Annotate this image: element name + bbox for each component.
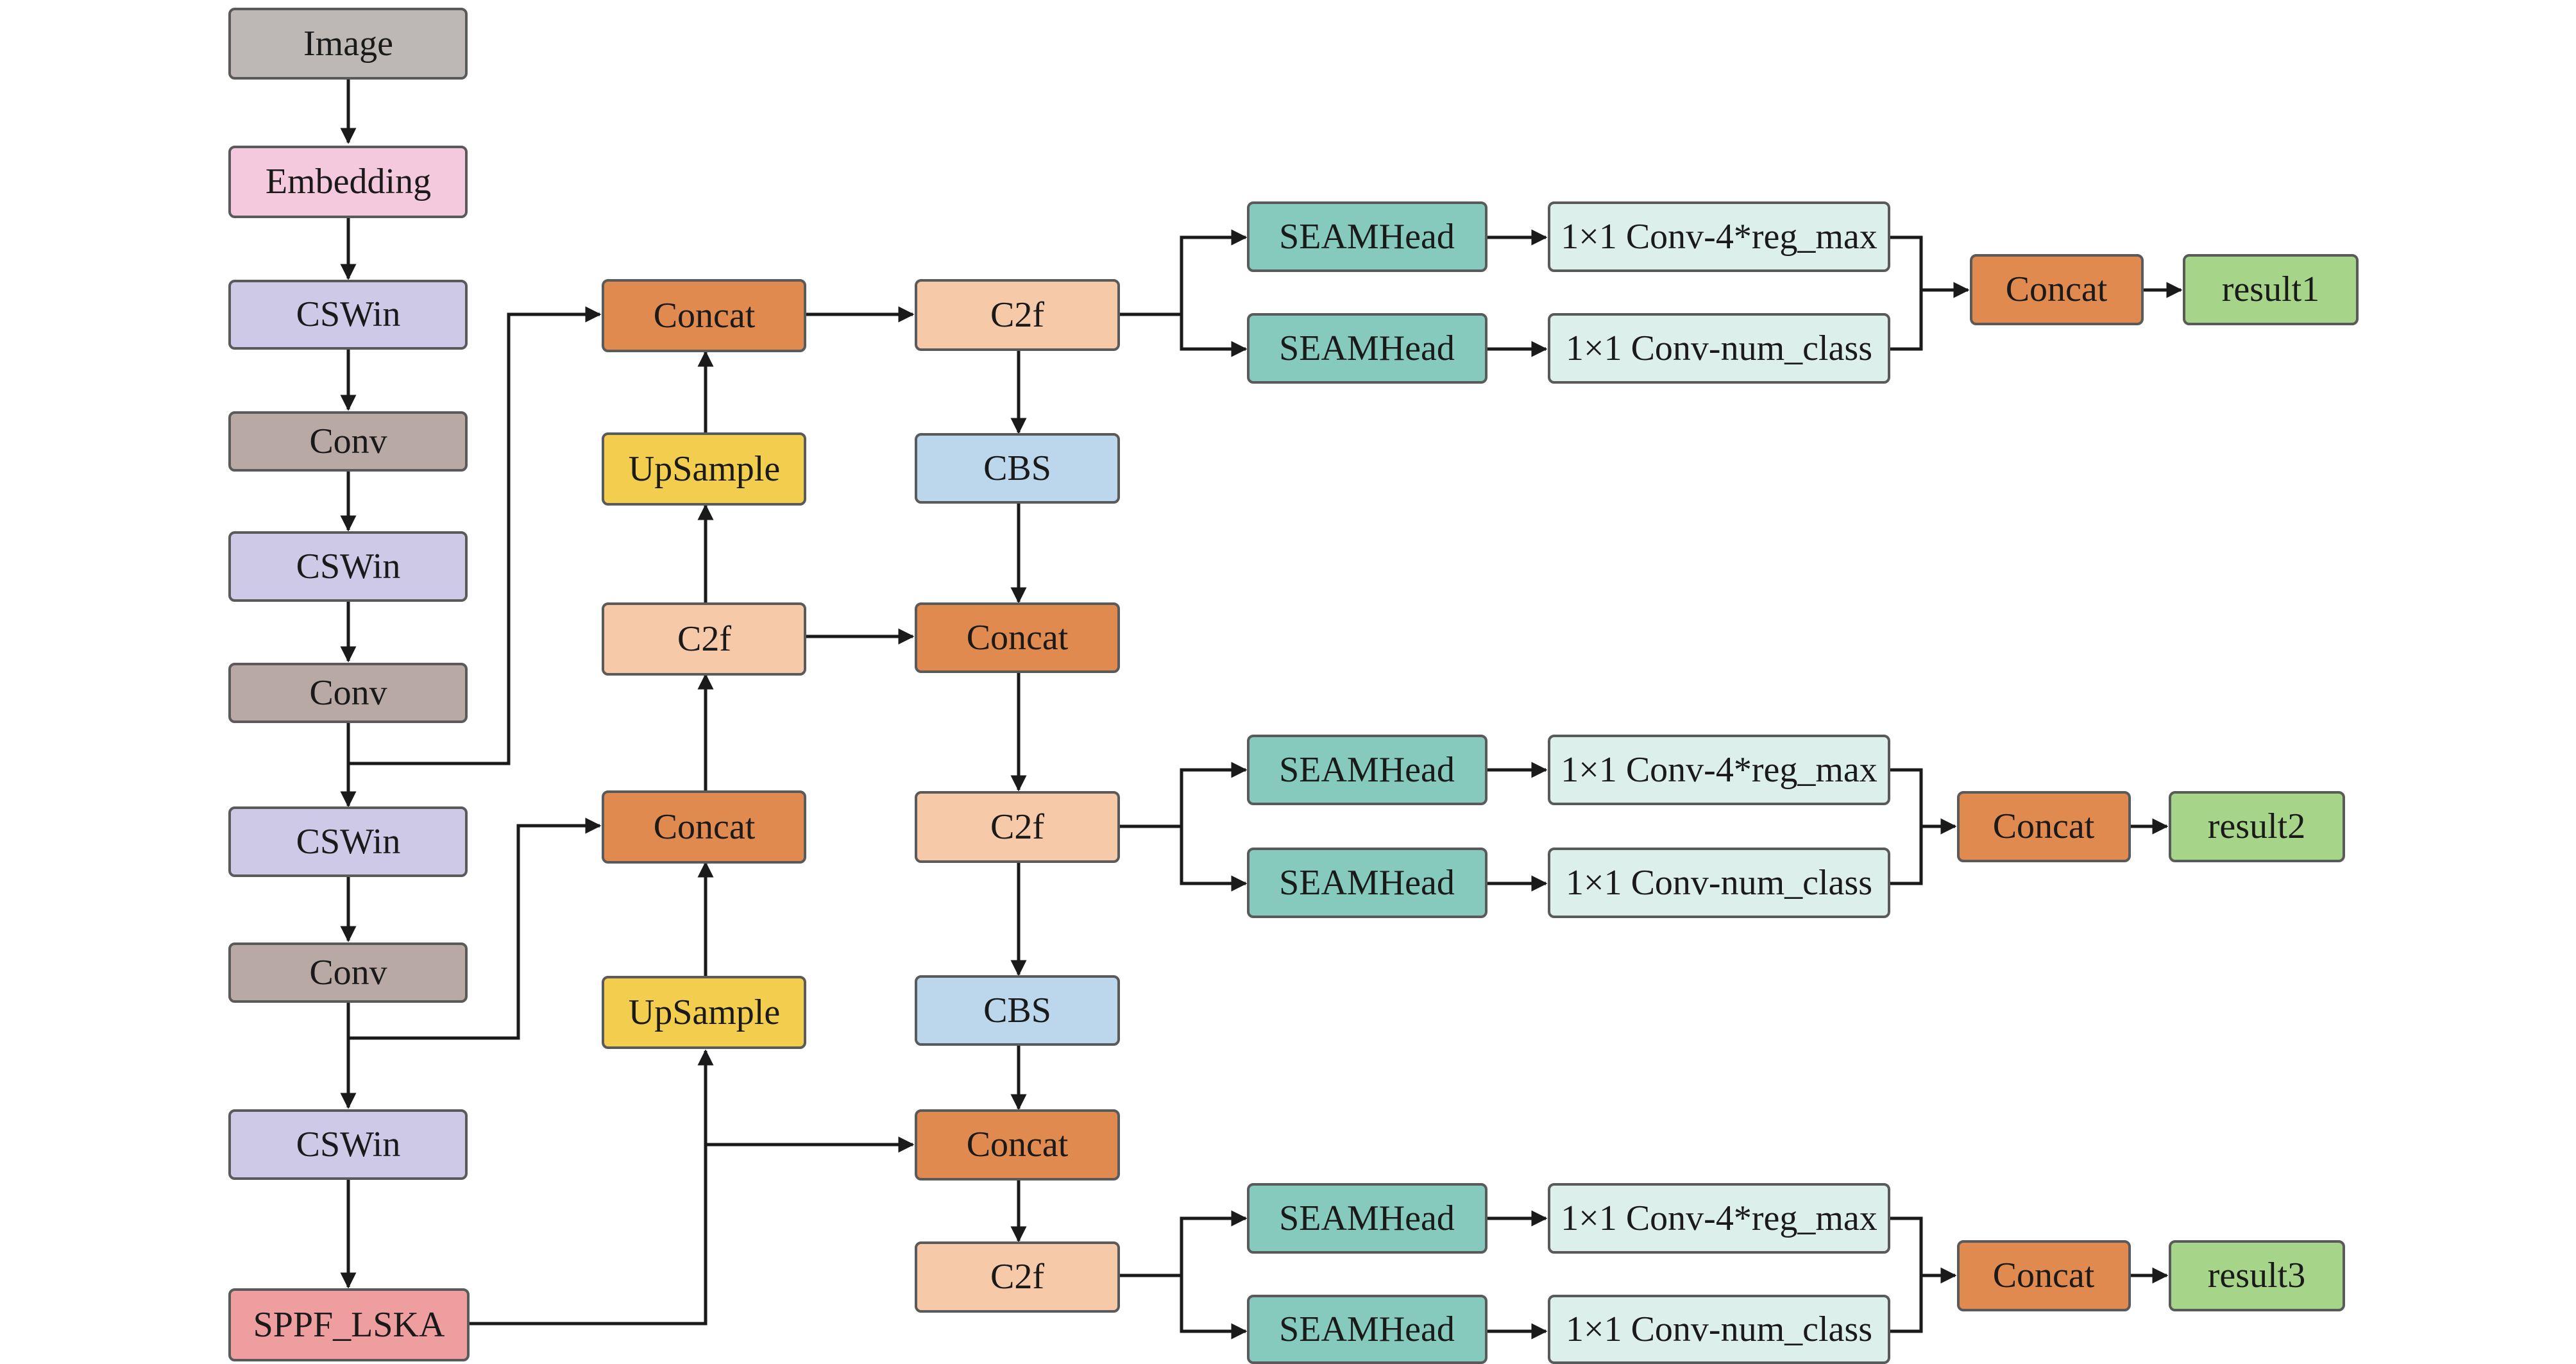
node-cswin-3: CSWin — [228, 806, 468, 877]
node-neck-concat-1: Concat — [602, 279, 806, 352]
node-head1-seamhead-b: SEAMHead — [1247, 313, 1487, 384]
node-head3-conv-reg: 1×1 Conv-4*reg_max — [1548, 1183, 1890, 1254]
node-head1-conv-cls: 1×1 Conv-num_class — [1548, 313, 1890, 384]
node-conv-1-label: Conv — [309, 422, 387, 461]
node-head2-concat-label: Concat — [1993, 806, 2095, 846]
node-pan-concat-2: Concat — [915, 1109, 1120, 1181]
node-pan-concat-1-label: Concat — [967, 618, 1069, 658]
node-sppf-lska: SPPF_LSKA — [228, 1288, 470, 1361]
node-head1-concat: Concat — [1970, 254, 2144, 325]
node-head1-conv-reg-label: 1×1 Conv-4*reg_max — [1561, 217, 1877, 257]
node-result2: result2 — [2169, 791, 2345, 862]
node-head2-concat: Concat — [1957, 791, 2131, 862]
edge-conv2-neck-concat1 — [348, 306, 602, 765]
node-neck-concat-2: Concat — [602, 790, 806, 864]
node-neck-concat-1-label: Concat — [654, 296, 756, 336]
node-head2-conv-reg: 1×1 Conv-4*reg_max — [1548, 735, 1890, 805]
node-head3-seamhead-a-label: SEAMHead — [1279, 1198, 1455, 1238]
node-conv-2: Conv — [228, 663, 468, 723]
node-head3-seamhead-a: SEAMHead — [1247, 1183, 1487, 1254]
node-result3-label: result3 — [2208, 1256, 2305, 1295]
node-neck-upsample-1: UpSample — [602, 432, 806, 506]
node-cswin-4: CSWin — [228, 1109, 468, 1180]
node-neck-c2f-1: C2f — [602, 602, 806, 676]
node-result1-label: result1 — [2222, 269, 2319, 309]
edge-head1-reg-merge — [1889, 235, 1923, 351]
node-neck-concat-2-label: Concat — [654, 807, 756, 847]
node-head2-seamhead-b: SEAMHead — [1247, 848, 1487, 918]
node-head2-seamhead-a-label: SEAMHead — [1279, 750, 1455, 790]
node-head3-conv-reg-label: 1×1 Conv-4*reg_max — [1561, 1198, 1877, 1238]
edge-c2f1-head1-split — [1119, 229, 1248, 316]
node-neck-upsample-2-label: UpSample — [629, 993, 780, 1032]
node-pan-cbs-2-label: CBS — [983, 991, 1051, 1030]
node-pan-c2f-2-label: C2f — [990, 807, 1044, 847]
node-head1-seamhead-b-label: SEAMHead — [1279, 328, 1455, 368]
node-pan-c2f-2: C2f — [915, 791, 1120, 863]
node-result3: result3 — [2169, 1240, 2345, 1311]
edge-sppf-neck-upsample2 — [468, 1049, 714, 1326]
node-cswin-4-label: CSWin — [296, 1125, 401, 1164]
edge-conv3-neck-concat2 — [348, 817, 602, 1040]
node-head3-seamhead-b-label: SEAMHead — [1279, 1309, 1455, 1349]
node-embedding: Embedding — [228, 146, 468, 218]
node-neck-upsample-1-label: UpSample — [629, 449, 780, 489]
node-head3-seamhead-b: SEAMHead — [1247, 1295, 1487, 1364]
node-pan-c2f-1-label: C2f — [990, 295, 1044, 335]
node-head1-seamhead-a: SEAMHead — [1247, 201, 1487, 272]
node-head1-conv-cls-label: 1×1 Conv-num_class — [1566, 328, 1872, 368]
node-head2-seamhead-a: SEAMHead — [1247, 735, 1487, 805]
edge-c2f3-head3-split-b — [1180, 1275, 1248, 1340]
node-head2-conv-cls-label: 1×1 Conv-num_class — [1566, 863, 1872, 903]
node-neck-c2f-1-label: C2f — [677, 619, 731, 659]
node-conv-2-label: Conv — [309, 673, 387, 713]
node-cswin-1: CSWin — [228, 280, 468, 350]
node-sppf-lska-label: SPPF_LSKA — [253, 1305, 445, 1345]
node-conv-3: Conv — [228, 942, 468, 1003]
node-result1: result1 — [2183, 254, 2359, 325]
node-head2-conv-cls: 1×1 Conv-num_class — [1548, 848, 1890, 918]
node-head3-concat: Concat — [1957, 1240, 2131, 1311]
node-head1-concat-label: Concat — [2006, 269, 2108, 309]
node-pan-cbs-2: CBS — [915, 975, 1120, 1046]
node-head3-conv-cls: 1×1 Conv-num_class — [1548, 1295, 1890, 1364]
node-pan-c2f-1: C2f — [915, 279, 1120, 351]
node-pan-cbs-1-label: CBS — [983, 448, 1051, 488]
node-pan-c2f-3: C2f — [915, 1241, 1120, 1313]
edge-c2f1-head1-split-b — [1180, 314, 1248, 357]
node-image-label: Image — [303, 24, 393, 64]
edge-head3-reg-merge — [1889, 1216, 1923, 1333]
node-head1-conv-reg: 1×1 Conv-4*reg_max — [1548, 201, 1890, 272]
node-cswin-2-label: CSWin — [296, 547, 401, 586]
node-conv-1: Conv — [228, 411, 468, 472]
node-neck-upsample-2: UpSample — [602, 976, 806, 1049]
node-pan-concat-1: Concat — [915, 602, 1120, 673]
node-head2-seamhead-b-label: SEAMHead — [1279, 863, 1455, 903]
node-result2-label: result2 — [2208, 806, 2305, 846]
node-conv-3-label: Conv — [309, 953, 387, 993]
node-embedding-label: Embedding — [266, 162, 431, 201]
node-cswin-3-label: CSWin — [296, 822, 401, 862]
node-head3-conv-cls-label: 1×1 Conv-num_class — [1566, 1309, 1872, 1349]
node-head1-seamhead-a-label: SEAMHead — [1279, 217, 1455, 257]
node-cswin-1-label: CSWin — [296, 294, 401, 334]
edge-head2-reg-merge — [1889, 768, 1923, 885]
node-pan-cbs-1: CBS — [915, 433, 1120, 504]
connector-lines — [340, 80, 2183, 1340]
node-cswin-2: CSWin — [228, 531, 468, 602]
node-head2-conv-reg-label: 1×1 Conv-4*reg_max — [1561, 750, 1877, 790]
node-pan-c2f-3-label: C2f — [990, 1257, 1044, 1297]
node-image: Image — [228, 8, 468, 80]
edge-c2f2-head2-split — [1119, 762, 1248, 828]
node-pan-concat-2-label: Concat — [967, 1125, 1069, 1164]
node-head3-concat-label: Concat — [1993, 1256, 2095, 1295]
edge-c2f3-head3-split — [1119, 1210, 1248, 1277]
edge-c2f2-head2-split-b — [1180, 826, 1248, 892]
